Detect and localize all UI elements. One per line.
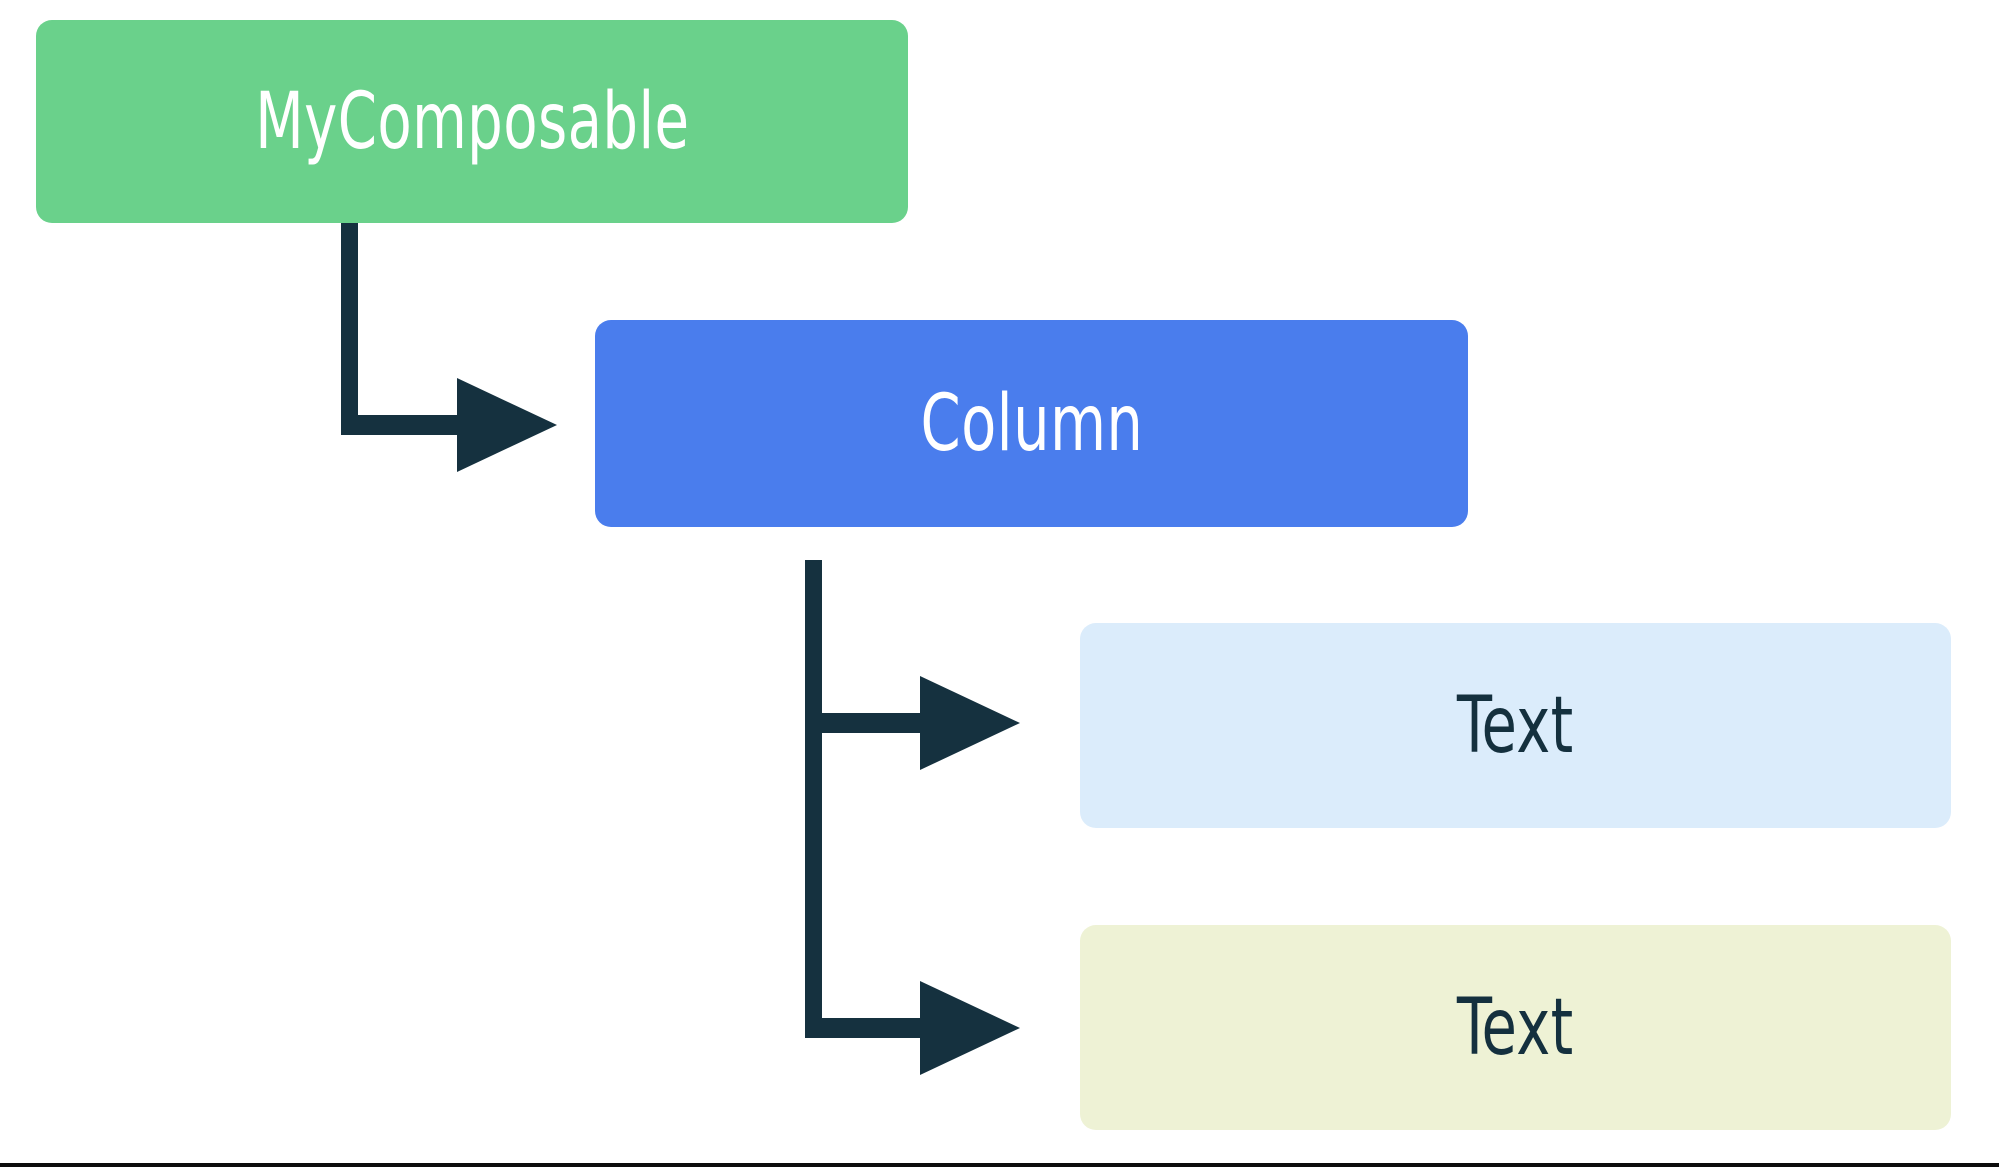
node-text-second-label: Text (1457, 982, 1574, 1073)
arrowhead-icon (457, 378, 557, 472)
edge-mycomposable-to-column (341, 223, 557, 472)
node-column[interactable]: Column (595, 320, 1468, 527)
node-column-label: Column (920, 378, 1143, 469)
node-text-second[interactable]: Text (1080, 925, 1951, 1130)
node-mycomposable[interactable]: MyComposable (36, 20, 908, 223)
edge-column-to-text-2 (805, 981, 1020, 1075)
bottom-divider (0, 1163, 1999, 1167)
arrowhead-icon (920, 981, 1020, 1075)
node-text-first-label: Text (1457, 680, 1574, 771)
node-text-first[interactable]: Text (1080, 623, 1951, 828)
node-mycomposable-label: MyComposable (254, 76, 690, 167)
arrowhead-icon (920, 676, 1020, 770)
edge-column-to-text-1 (805, 560, 1020, 1035)
